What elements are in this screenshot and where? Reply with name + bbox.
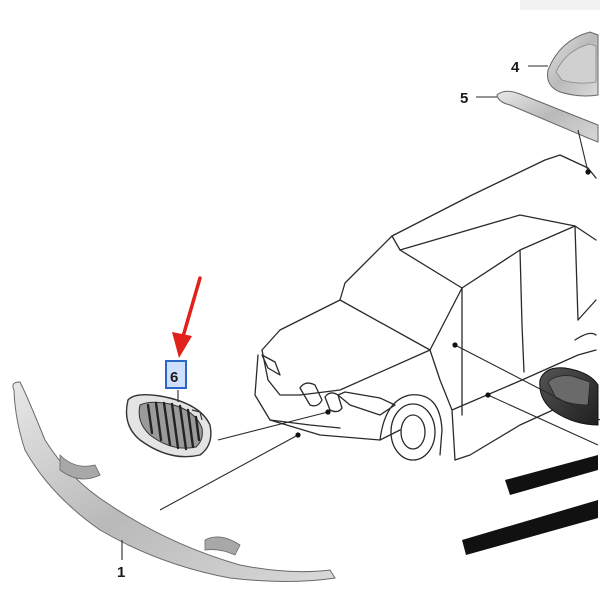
part-4-mirror-cap	[547, 31, 599, 97]
mirror-housing-part	[539, 367, 599, 426]
part-1-bumper-trim	[12, 381, 336, 582]
callout-label-5: 5	[460, 90, 468, 107]
sill-trim-strips	[462, 455, 598, 555]
callout-label-4: 4	[511, 59, 520, 76]
car-outline	[254, 154, 597, 461]
part-6-kidney-grille	[125, 393, 212, 458]
callout-label-6: 6	[170, 369, 178, 386]
leader-lines	[121, 65, 600, 560]
leader-dots	[295, 169, 591, 438]
callout-6-highlight-box	[165, 360, 187, 389]
part-5-roof-trim	[496, 90, 599, 143]
callout-label-1: 1	[117, 564, 125, 581]
top-edge-bar	[520, 0, 600, 10]
red-arrow-pointer	[172, 276, 202, 358]
